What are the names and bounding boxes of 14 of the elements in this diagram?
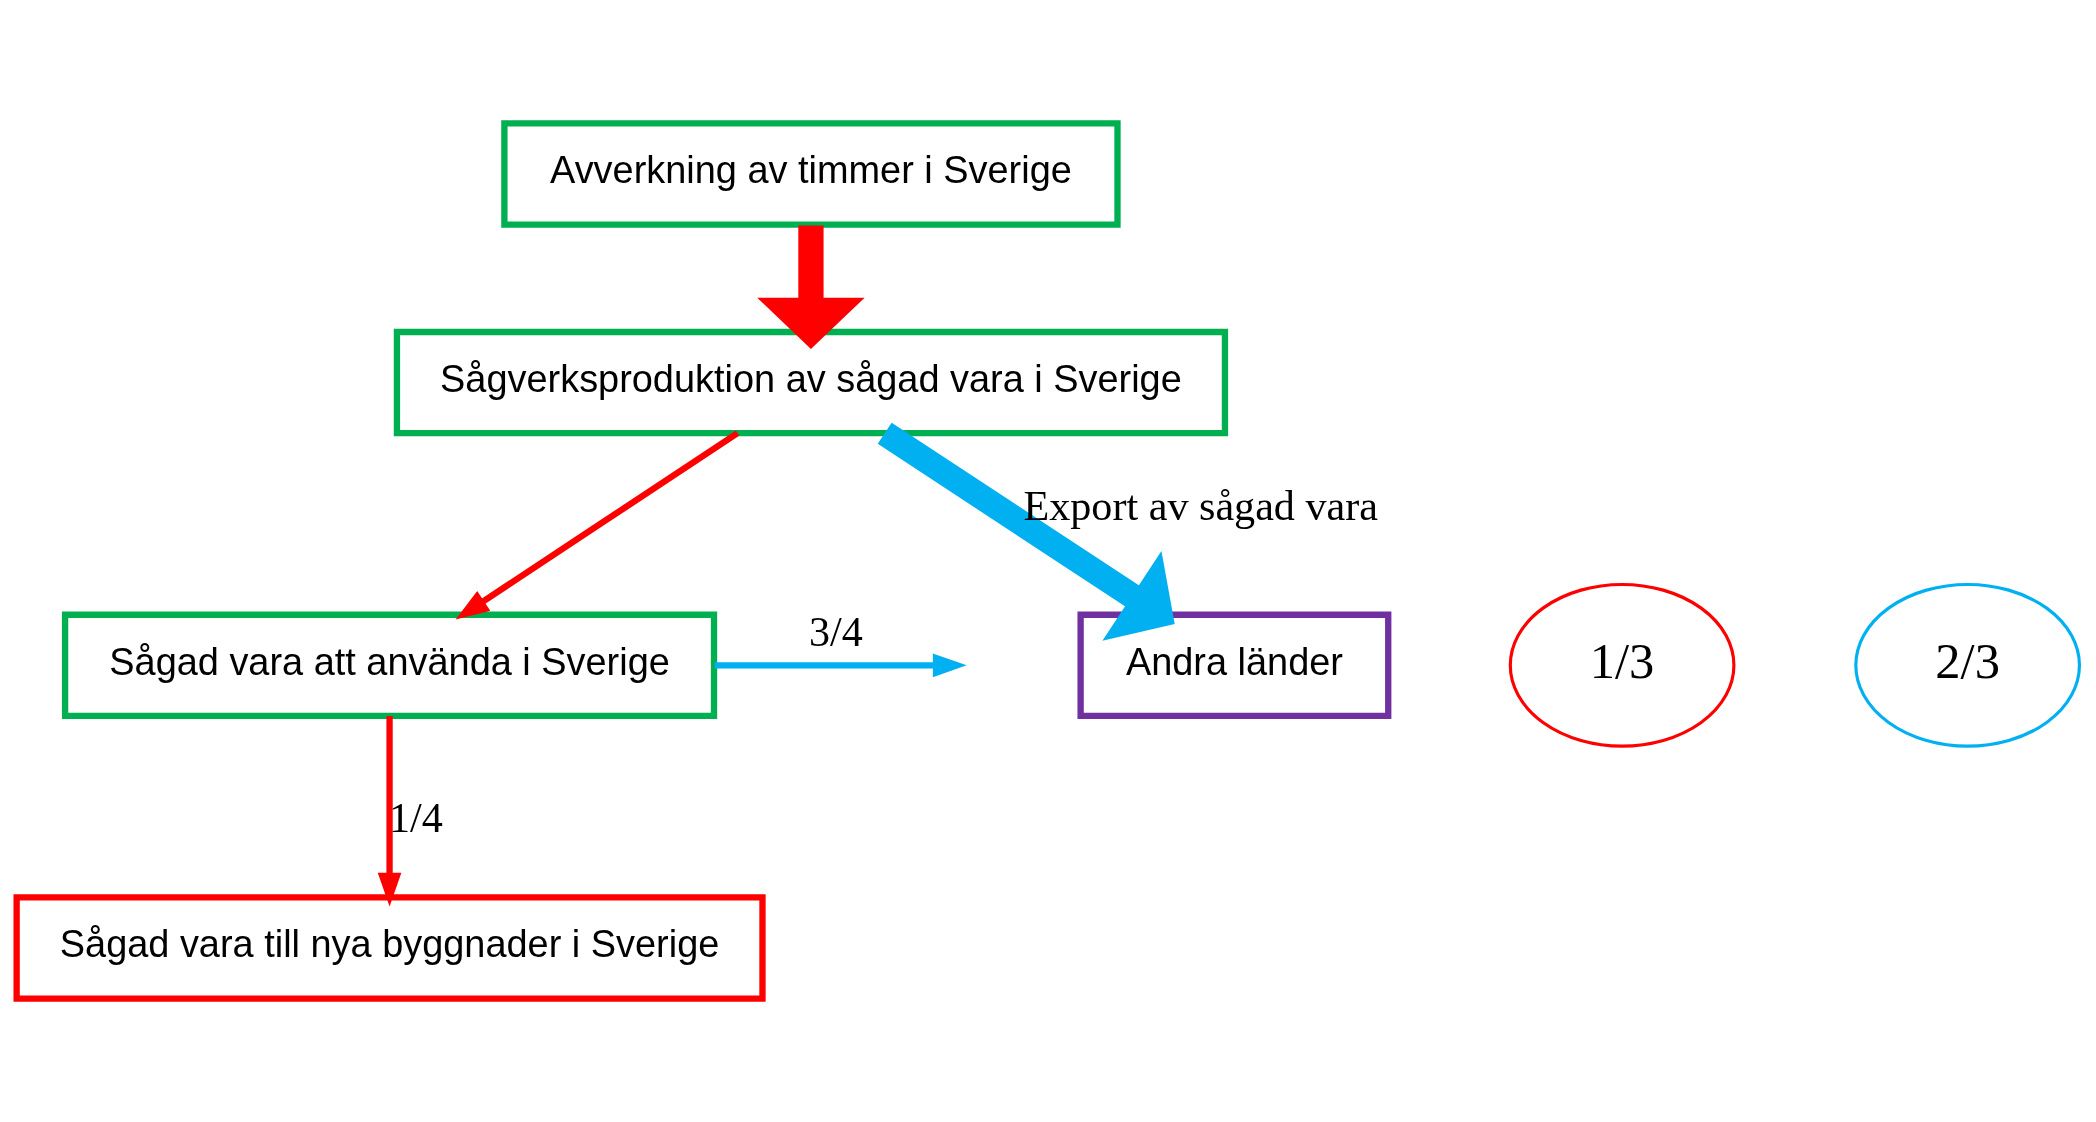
node-box: Sågad vara att använda i Sverige xyxy=(61,611,718,720)
edge-label: Export av sågad vara xyxy=(1023,481,1378,529)
arrow xyxy=(714,653,967,678)
node-ellipse: 2/3 xyxy=(1854,582,2082,748)
arrow xyxy=(757,225,865,349)
node-box: Sågverksproduktion av sågad vara i Sverige xyxy=(393,328,1229,437)
arrow xyxy=(877,422,1175,641)
edge-label: 3/4 xyxy=(808,608,863,656)
arrow xyxy=(455,430,740,620)
node-box: Avverkning av timmer i Sverige xyxy=(501,120,1121,228)
node-box: Sågad vara till nya byggnader i Sverige xyxy=(13,894,766,1002)
arrow xyxy=(377,715,402,907)
node-box: Andra länder xyxy=(1077,611,1392,720)
node-ellipse: 1/3 xyxy=(1508,582,1736,748)
